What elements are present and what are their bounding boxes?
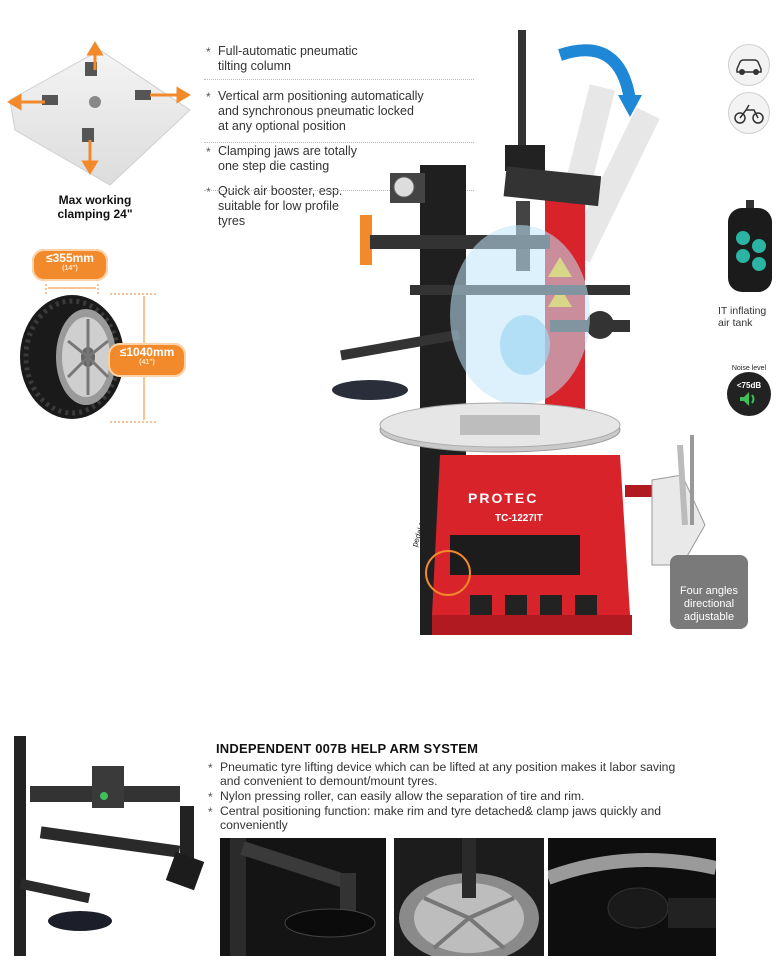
feature-text: tilting column [218, 59, 291, 73]
feature-item: Clamping jaws are totally one step die c… [204, 144, 474, 174]
help-arm-image [0, 736, 210, 956]
help-arm-title: INDEPENDENT 007B HELP ARM SYSTEM [216, 741, 479, 756]
feature-text: Clamping jaws are totally [218, 144, 357, 158]
help-arm-point-text: Pneumatic tyre lifting device which can … [220, 760, 676, 774]
tyre-image [10, 285, 160, 425]
help-arm-point-text: conveniently [220, 818, 288, 832]
help-arm-point: Central positioning function: make rim a… [206, 804, 766, 832]
clamping-diagram [0, 40, 200, 190]
help-arm-point: Pneumatic tyre lifting device which can … [206, 760, 766, 788]
feature-text: suitable for low profile [218, 199, 339, 213]
feature-text: Vertical arm positioning automatically [218, 89, 424, 103]
machine-brand: PROTEC [468, 490, 538, 506]
help-arm-point-text: Nylon pressing roller, can easily allow … [220, 789, 585, 803]
tyre-height-badge: ≤1040mm (41") [108, 343, 186, 377]
feature-text: at any optional position [218, 119, 346, 133]
feature-item: Quick air booster, esp. suitable for low… [204, 184, 474, 229]
motorcycle-icon [728, 92, 770, 134]
pressing-roller-photo [220, 838, 386, 956]
tank-label-line1: IT inflating [718, 305, 767, 317]
rim-separation-photo [394, 838, 544, 956]
tyre-height-inches: (41") [139, 359, 155, 366]
car-icon [728, 44, 770, 86]
feature-text: Full-automatic pneumatic [218, 44, 358, 58]
tank-label-line2: air tank [718, 317, 753, 329]
divider [204, 190, 474, 191]
divider [204, 79, 474, 80]
angles-line3: adjustable [683, 611, 735, 623]
tyre-changer-machine: PROTEC TC-1227IT [332, 30, 706, 635]
feature-text: one step die casting [218, 159, 330, 173]
tyre-height-value: ≤1040mm [119, 345, 175, 359]
feature-item: Vertical arm positioning automatically a… [204, 89, 474, 134]
clamping-caption-line1: Max working [58, 193, 132, 207]
four-angles-box: Four angles directional adjustable [670, 555, 748, 629]
clamping-caption: Max working clamping 24" [20, 193, 170, 221]
feature-text: and synchronous pneumatic locked [218, 104, 414, 118]
it-inflating-air-tank-image [726, 200, 774, 292]
feature-text: tyres [218, 214, 246, 228]
help-arm-point: Nylon pressing roller, can easily allow … [206, 789, 766, 804]
tyre-width-badge: ≤355mm (14") [32, 249, 108, 281]
noise-label: Noise level [732, 365, 767, 372]
tyre-width-value: ≤355mm [46, 251, 94, 265]
feature-text: Quick air booster, esp. [218, 184, 343, 198]
help-arm-point-text: Central positioning function: make rim a… [220, 804, 662, 818]
noise-value: <75dB [737, 381, 761, 390]
divider [204, 142, 474, 143]
clamping-caption-line2: clamping 24" [57, 207, 133, 221]
help-arm-point-text: and convenient to demount/mount tyres. [220, 774, 438, 788]
feature-item: Full-automatic pneumatic tilting column [204, 44, 474, 74]
angles-line1: Four angles [679, 585, 739, 597]
tyre-width-inches: (14") [62, 265, 78, 272]
central-positioning-photo [548, 838, 716, 956]
help-arm-points: Pneumatic tyre lifting device which can … [206, 760, 766, 833]
feature-list: Full-automatic pneumatic tilting column … [204, 44, 474, 236]
machine-model: TC-1227IT [495, 513, 543, 524]
tank-label: IT inflating air tank [718, 305, 778, 329]
noise-level-badge: <75dB Noise level [722, 364, 776, 418]
angles-line2: directional [683, 598, 735, 610]
